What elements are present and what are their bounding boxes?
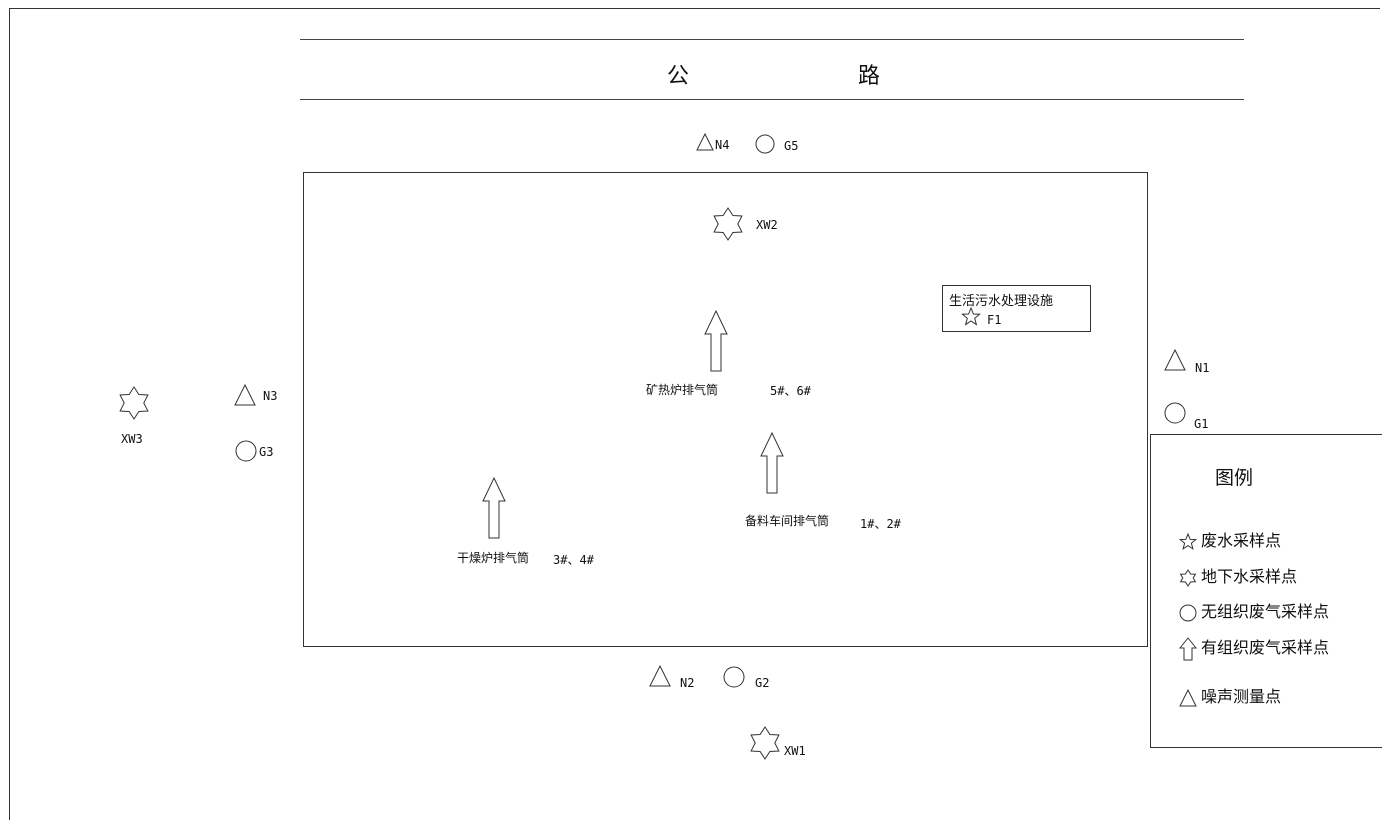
point-label-g2: G2 xyxy=(755,676,770,690)
legend-title: 图例 xyxy=(1215,467,1254,489)
road-top-edge xyxy=(300,39,1244,40)
legend-item-fugitive-gas: 无组织废气采样点 xyxy=(1179,598,1329,622)
stack-ids-12: 1#、2# xyxy=(860,517,901,531)
legend-label-wastewater: 废水采样点 xyxy=(1201,531,1282,550)
noise-point-icon xyxy=(696,133,714,151)
road-label-char-1: 公 xyxy=(667,64,690,89)
point-label-n4: N4 xyxy=(715,138,730,152)
stack-up-arrow-icon xyxy=(482,477,506,539)
groundwater-point-icon xyxy=(119,386,149,420)
stack-name-34: 干燥炉排气筒 xyxy=(457,551,530,565)
point-label-g3: G3 xyxy=(259,445,274,459)
groundwater-point-icon xyxy=(750,726,780,760)
legend-item-wastewater: 废水采样点 xyxy=(1178,527,1282,551)
plant-boundary xyxy=(303,172,1148,647)
legend-item-organized-gas: 有组织废气采样点 xyxy=(1178,634,1330,661)
groundwater-point-icon xyxy=(713,207,743,241)
fugitive-gas-point-icon xyxy=(1179,604,1197,621)
noise-point-icon xyxy=(234,384,256,406)
fugitive-gas-point-icon xyxy=(1164,402,1186,424)
legend-label-organized-gas: 有组织废气采样点 xyxy=(1201,638,1330,657)
point-label-n3: N3 xyxy=(263,389,278,403)
fugitive-gas-point-icon xyxy=(723,666,745,688)
noise-point-icon xyxy=(1164,349,1186,371)
stack-ids-34: 3#、4# xyxy=(553,553,594,567)
point-label-n1: N1 xyxy=(1195,361,1210,375)
wastewater-point-icon xyxy=(1178,532,1198,550)
stack-up-arrow-icon xyxy=(704,310,728,372)
stack-up-arrow-icon xyxy=(1178,636,1198,660)
noise-point-icon xyxy=(649,665,671,687)
legend-label-noise: 噪声测量点 xyxy=(1201,687,1282,706)
sewage-facility-box: 生活污水处理设施 xyxy=(942,285,1091,332)
groundwater-point-icon xyxy=(1179,568,1197,587)
stack-up-arrow-icon xyxy=(760,432,784,494)
fugitive-gas-point-icon xyxy=(235,440,257,462)
point-label-g1: G1 xyxy=(1194,417,1209,431)
point-label-f1: F1 xyxy=(987,313,1002,327)
road-label-char-2: 路 xyxy=(858,64,881,89)
legend-box: 图例 废水采样点 地下水采样点 无组织废气采样点 有组织废气采样点 噪声测量点 xyxy=(1150,434,1382,748)
point-label-xw3: XW3 xyxy=(121,432,143,446)
point-label-xw2: XW2 xyxy=(756,218,778,232)
legend-item-noise: 噪声测量点 xyxy=(1179,683,1281,707)
legend-label-groundwater: 地下水采样点 xyxy=(1201,567,1298,586)
wastewater-point-icon xyxy=(961,307,981,326)
legend-item-groundwater: 地下水采样点 xyxy=(1179,563,1297,587)
point-label-xw1: XW1 xyxy=(784,744,806,758)
fugitive-gas-point-icon xyxy=(755,134,775,154)
noise-point-icon xyxy=(1179,688,1197,706)
sewage-facility-label: 生活污水处理设施 xyxy=(949,294,1054,309)
stack-name-56: 矿热炉排气筒 xyxy=(646,383,719,397)
road-bottom-edge xyxy=(300,99,1244,100)
drawing-frame xyxy=(9,8,1380,820)
stack-ids-56: 5#、6# xyxy=(770,384,811,398)
point-label-n2: N2 xyxy=(680,676,695,690)
point-label-g5: G5 xyxy=(784,139,799,153)
legend-label-fugitive-gas: 无组织废气采样点 xyxy=(1201,602,1330,621)
stack-name-12: 备料车间排气筒 xyxy=(745,514,830,528)
